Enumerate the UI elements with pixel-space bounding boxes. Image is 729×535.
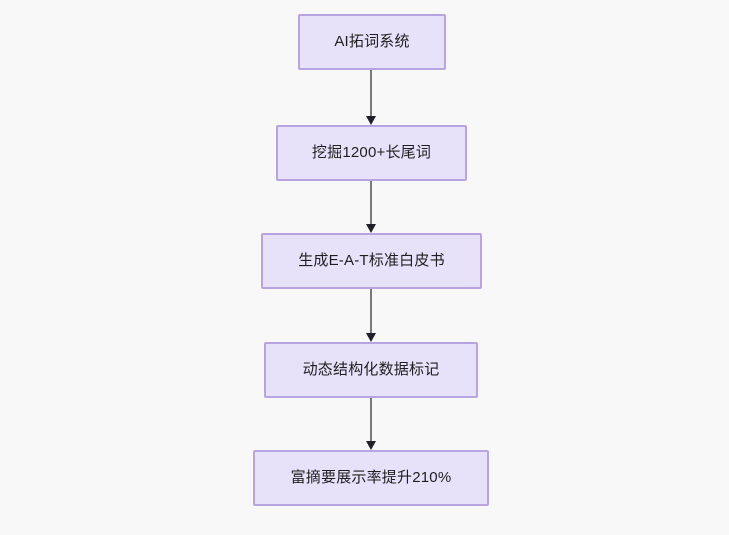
edge-arrowhead-icon bbox=[366, 441, 376, 450]
flow-node-label: AI拓词系统 bbox=[334, 33, 410, 50]
flow-node-longtail-keywords[interactable]: 挖掘1200+长尾词 bbox=[276, 125, 467, 181]
flow-edge-n4-n5 bbox=[366, 398, 376, 450]
flow-node-label: 挖掘1200+长尾词 bbox=[311, 144, 432, 161]
edge-arrowhead-icon bbox=[366, 224, 376, 233]
edge-line bbox=[370, 181, 372, 225]
edge-arrowhead-icon bbox=[366, 333, 376, 342]
edge-line bbox=[370, 70, 372, 117]
edge-line bbox=[370, 398, 372, 442]
flow-edge-n1-n2 bbox=[366, 70, 376, 125]
flow-node-label: 生成E-A-T标准白皮书 bbox=[298, 252, 445, 269]
flow-node-structured-data-markup[interactable]: 动态结构化数据标记 bbox=[264, 342, 478, 398]
flow-node-label: 动态结构化数据标记 bbox=[302, 361, 440, 378]
edge-line bbox=[370, 289, 372, 334]
edge-arrowhead-icon bbox=[366, 116, 376, 125]
flow-node-ai-keyword-system[interactable]: AI拓词系统 bbox=[298, 14, 446, 70]
flow-edge-n3-n4 bbox=[366, 289, 376, 342]
flow-node-eat-whitepaper[interactable]: 生成E-A-T标准白皮书 bbox=[261, 233, 482, 289]
flow-edge-n2-n3 bbox=[366, 181, 376, 233]
flow-node-label: 富摘要展示率提升210% bbox=[290, 469, 452, 486]
flow-node-rich-snippet-uplift[interactable]: 富摘要展示率提升210% bbox=[253, 450, 489, 506]
